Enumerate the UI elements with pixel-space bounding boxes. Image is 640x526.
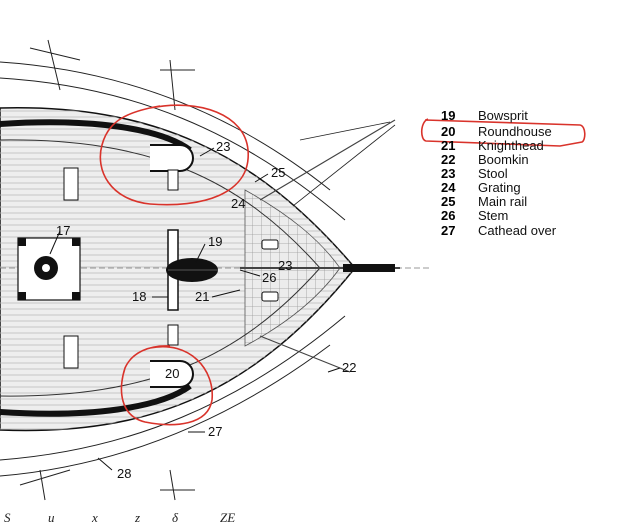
callout-17: 17 [56,223,70,238]
callout-22: 22 [342,360,356,375]
legend-num: 27 [441,223,455,238]
callout-18: 18 [132,289,146,304]
deck-structures [17,167,218,369]
legend-num: 21 [441,138,455,153]
callout-25: 25 [271,165,285,180]
legend-label: Roundhouse [478,124,552,139]
outer-rails [0,39,396,501]
red-circle-bottom [120,345,213,426]
callout-19: 19 [208,234,222,249]
grid-mark: ZE [220,510,235,525]
legend-label: Stool [478,166,508,181]
red-circle-top [99,104,249,206]
bottom-grid-marks: S u x z δ ZE [4,510,235,525]
legend-label: Stem [478,208,508,223]
legend-num: 20 [441,124,455,139]
legend-label: Cathead over [478,223,557,238]
grid-mark: δ [172,510,179,525]
callouts: 23 25 24 17 19 23 26 18 21 20 22 27 28 [56,139,356,481]
callout-26: 26 [262,270,276,285]
stool-top [261,239,279,250]
legend-label: Main rail [478,194,527,209]
leader-lines [49,147,341,471]
legend-num: 23 [441,166,455,181]
legend-num: 22 [441,152,455,167]
legend-label: Knighthead [478,138,544,153]
grid-mark: x [91,510,98,525]
red-annotations [99,104,586,426]
legend-label: Bowsprit [478,108,528,123]
roundhouse-bottom [150,360,194,388]
grid-mark: u [48,510,55,525]
callout-24: 24 [231,196,245,211]
grid-mark: z [134,510,140,525]
callout-23-top: 23 [216,139,230,154]
legend-label: Boomkin [478,152,529,167]
callout-23-mid: 23 [278,258,292,273]
legend: 19 Bowsprit 20 Roundhouse 21 Knighthead … [441,108,557,238]
legend-num: 24 [441,180,456,195]
callout-27: 27 [208,424,222,439]
callout-21: 21 [195,289,209,304]
roundhouse-top [150,144,194,172]
legend-num: 19 [441,108,455,123]
bowsprit [240,119,400,373]
grid-mark: S [4,510,11,525]
legend-label: Grating [478,180,521,195]
legend-num: 25 [441,194,455,209]
callout-20: 20 [165,366,179,381]
stool-bottom [261,291,279,302]
legend-num: 26 [441,208,455,223]
callout-28: 28 [117,466,131,481]
red-legend-highlight [420,118,586,147]
